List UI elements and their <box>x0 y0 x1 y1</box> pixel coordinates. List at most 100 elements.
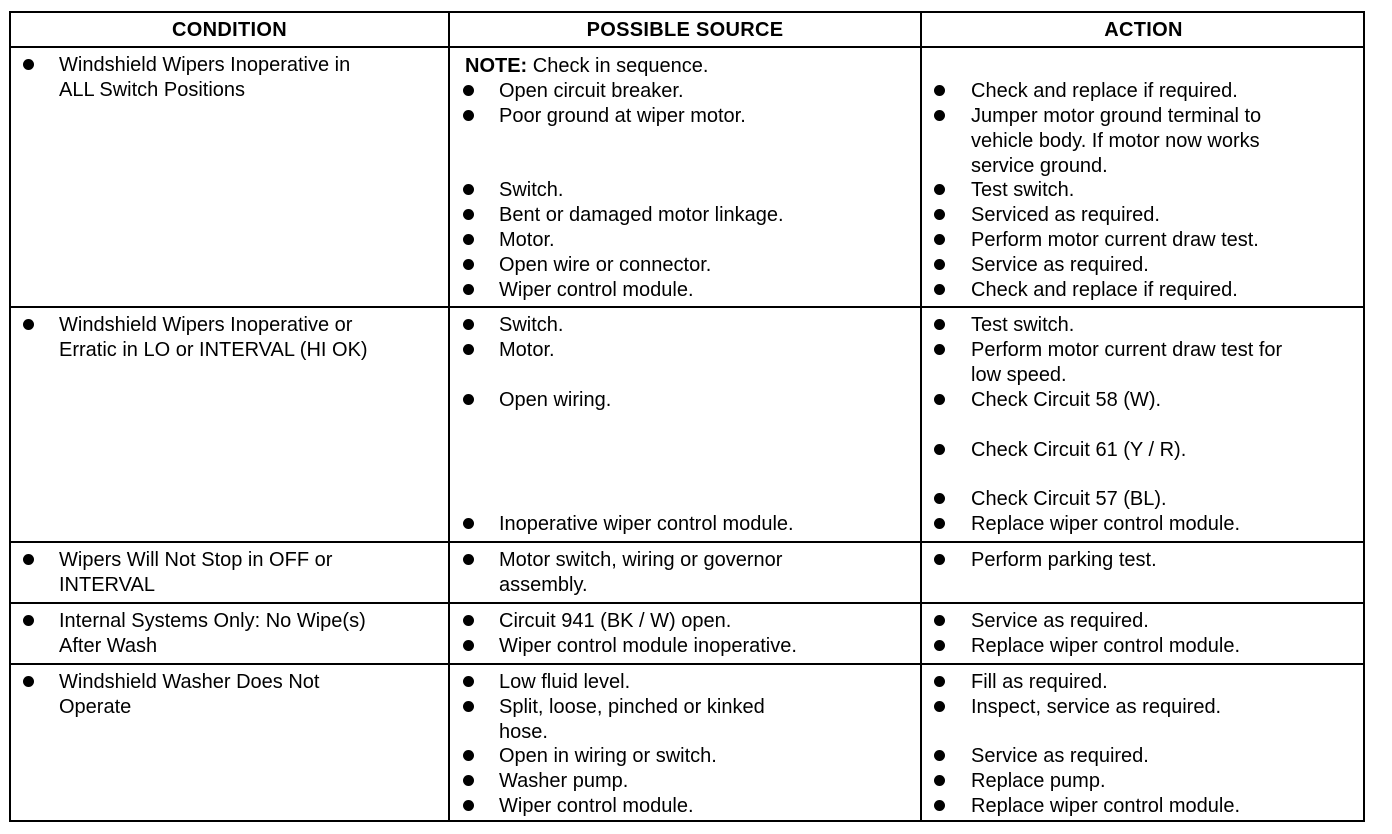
note-label: NOTE: <box>465 55 528 77</box>
column-divider <box>448 13 450 820</box>
action-text: Test switch. <box>971 314 1075 336</box>
bullet-icon <box>463 676 474 687</box>
condition-text: Operate <box>59 696 132 718</box>
bullet-icon <box>934 640 945 651</box>
bullet-icon <box>463 615 474 626</box>
action-text: service ground. <box>971 155 1108 177</box>
bullet-icon <box>463 518 474 529</box>
source-text: Circuit 941 (BK / W) open. <box>499 610 732 632</box>
bullet-icon <box>934 259 945 270</box>
action-text: Perform motor current draw test for <box>971 339 1283 361</box>
row-divider <box>11 602 1363 604</box>
action-text: Check Circuit 61 (Y / R). <box>971 439 1187 461</box>
bullet-icon <box>463 259 474 270</box>
bullet-icon <box>23 59 34 70</box>
action-text: Serviced as required. <box>971 204 1160 226</box>
action-text: vehicle body. If motor now works <box>971 130 1260 152</box>
action-text: Service as required. <box>971 745 1149 767</box>
header-condition: CONDITION <box>172 18 287 41</box>
bullet-icon <box>934 615 945 626</box>
bullet-icon <box>463 344 474 355</box>
condition-text: Windshield Wipers Inoperative or <box>59 314 353 336</box>
bullet-icon <box>934 554 945 565</box>
bullet-icon <box>934 518 945 529</box>
source-text: hose. <box>499 721 548 743</box>
bullet-icon <box>23 554 34 565</box>
row-divider <box>11 46 1363 48</box>
row-divider <box>11 663 1363 665</box>
row-divider <box>11 541 1363 543</box>
bullet-icon <box>463 701 474 712</box>
bullet-icon <box>463 319 474 330</box>
bullet-icon <box>463 640 474 651</box>
action-text: Check Circuit 58 (W). <box>971 389 1162 411</box>
source-text: Open wire or connector. <box>499 254 712 276</box>
condition-text: Windshield Washer Does Not <box>59 671 320 693</box>
condition-text: Windshield Wipers Inoperative in <box>59 54 351 76</box>
source-text: Wiper control module. <box>499 279 694 301</box>
bullet-icon <box>934 775 945 786</box>
bullet-icon <box>934 319 945 330</box>
action-text: Replace wiper control module. <box>971 635 1241 657</box>
action-text: Jumper motor ground terminal to <box>971 105 1262 127</box>
condition-text: ALL Switch Positions <box>59 79 246 101</box>
action-text: Replace wiper control module. <box>971 513 1241 535</box>
bullet-icon <box>463 284 474 295</box>
source-text: Inoperative wiper control module. <box>499 513 794 535</box>
bullet-icon <box>463 394 474 405</box>
source-text: Switch. <box>499 314 564 336</box>
bullet-icon <box>463 85 474 96</box>
source-text: assembly. <box>499 574 588 596</box>
bullet-icon <box>934 394 945 405</box>
source-text: Wiper control module inoperative. <box>499 635 797 657</box>
action-text: Fill as required. <box>971 671 1108 693</box>
source-text: Motor. <box>499 339 555 361</box>
bullet-icon <box>463 184 474 195</box>
troubleshooting-table: CONDITION POSSIBLE SOURCE ACTION Windshi… <box>9 11 1365 822</box>
action-text: Check and replace if required. <box>971 80 1238 102</box>
source-text: Switch. <box>499 179 564 201</box>
action-text: Test switch. <box>971 179 1075 201</box>
condition-text: Wipers Will Not Stop in OFF or <box>59 549 333 571</box>
note-line: NOTE: Check in sequence. <box>465 54 708 79</box>
condition-text: Internal Systems Only: No Wipe(s) <box>59 610 366 632</box>
source-text: Open wiring. <box>499 389 612 411</box>
bullet-icon <box>463 775 474 786</box>
note-text: Check in sequence. <box>527 55 709 77</box>
bullet-icon <box>463 110 474 121</box>
action-text: Check and replace if required. <box>971 279 1238 301</box>
source-text: Motor. <box>499 229 555 251</box>
header-possible-source: POSSIBLE SOURCE <box>586 18 784 41</box>
bullet-icon <box>463 234 474 245</box>
action-text: Perform parking test. <box>971 549 1157 571</box>
source-text: Washer pump. <box>499 770 629 792</box>
header-action: ACTION <box>1104 18 1183 41</box>
bullet-icon <box>934 234 945 245</box>
action-text: Replace wiper control module. <box>971 795 1241 817</box>
bullet-icon <box>463 209 474 220</box>
action-text: Check Circuit 57 (BL). <box>971 488 1167 510</box>
bullet-icon <box>23 676 34 687</box>
action-text: Inspect, service as required. <box>971 696 1222 718</box>
bullet-icon <box>934 209 945 220</box>
bullet-icon <box>23 319 34 330</box>
source-text: Open in wiring or switch. <box>499 745 717 767</box>
action-text: low speed. <box>971 364 1067 386</box>
condition-text: INTERVAL <box>59 574 155 596</box>
source-text: Wiper control module. <box>499 795 694 817</box>
bullet-icon <box>934 284 945 295</box>
source-text: Open circuit breaker. <box>499 80 684 102</box>
action-text: Service as required. <box>971 254 1149 276</box>
column-divider <box>920 13 922 820</box>
source-text: Low fluid level. <box>499 671 631 693</box>
bullet-icon <box>934 444 945 455</box>
bullet-icon <box>934 110 945 121</box>
source-text: Motor switch, wiring or governor <box>499 549 783 571</box>
source-text: Split, loose, pinched or kinked <box>499 696 765 718</box>
source-text: Bent or damaged motor linkage. <box>499 204 784 226</box>
bullet-icon <box>934 493 945 504</box>
bullet-icon <box>934 344 945 355</box>
bullet-icon <box>23 615 34 626</box>
action-text: Perform motor current draw test. <box>971 229 1259 251</box>
bullet-icon <box>934 701 945 712</box>
